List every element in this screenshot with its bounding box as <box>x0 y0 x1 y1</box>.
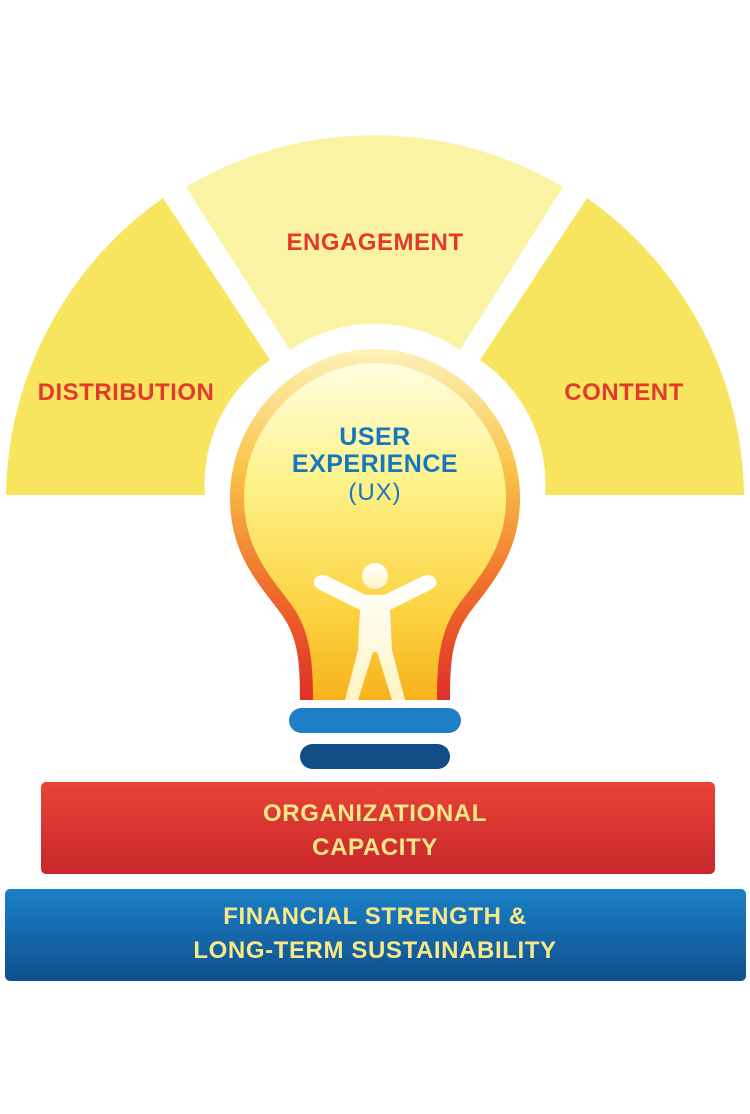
financial-strength-bar: FINANCIAL STRENGTH & LONG-TERM SUSTAINAB… <box>5 889 746 981</box>
organizational-capacity-bar-bg <box>41 782 715 874</box>
organizational-capacity-line2: CAPACITY <box>312 834 438 861</box>
engagement-label: ENGAGEMENT <box>286 229 463 256</box>
bulb-glass <box>244 363 506 700</box>
financial-strength-line1: FINANCIAL STRENGTH & <box>223 903 527 930</box>
distribution-segment <box>6 198 270 495</box>
arc-segments <box>6 135 744 495</box>
engagement-segment <box>186 135 563 350</box>
distribution-label: DISTRIBUTION <box>38 379 215 406</box>
bulb-base-ring-lower <box>300 744 450 769</box>
person-icon <box>313 563 437 700</box>
content-label: CONTENT <box>564 379 684 406</box>
financial-strength-line2: LONG-TERM SUSTAINABILITY <box>193 937 556 964</box>
financial-strength-bar-bg <box>5 889 746 981</box>
bulb-abbreviation: (UX) <box>348 479 401 506</box>
content-segment <box>480 198 744 495</box>
organizational-capacity-bar: ORGANIZATIONAL CAPACITY <box>41 782 715 874</box>
lightbulb: USER EXPERIENCE (UX) <box>230 349 520 769</box>
bulb-title-line2: EXPERIENCE <box>292 450 458 478</box>
organizational-capacity-line1: ORGANIZATIONAL <box>263 800 487 827</box>
bulb-title-line1: USER <box>339 423 410 451</box>
bulb-base-ring-upper <box>289 708 461 733</box>
